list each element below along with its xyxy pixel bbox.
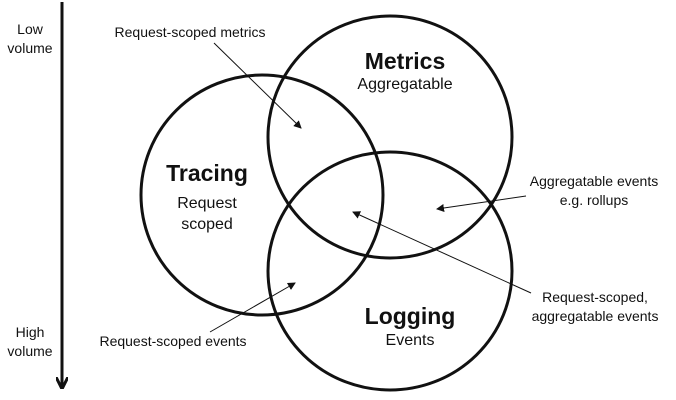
request-scoped-events-label: Request-scoped events — [99, 333, 246, 349]
request-scoped-metrics-arrow — [213, 42, 302, 129]
logging-subtitle: Events — [386, 332, 435, 349]
request-scoped-aggregatable-label-2: aggregatable events — [532, 308, 659, 324]
request-scoped-aggregatable-label-1: Request-scoped, — [542, 289, 648, 305]
aggregatable-events-label-2: e.g. rollups — [560, 192, 628, 208]
metrics-circle — [266, 14, 514, 260]
request-scoped-metrics-label: Request-scoped metrics — [115, 24, 266, 40]
tracing-title: Tracing — [166, 160, 248, 186]
metrics-subtitle: Aggregatable — [357, 76, 452, 93]
logging-title: Logging — [365, 303, 456, 329]
tracing-subtitle-2: scoped — [181, 216, 233, 233]
high-volume-label-2: volume — [7, 343, 52, 359]
logging-circle — [266, 150, 514, 392]
metrics-title: Metrics — [365, 48, 446, 74]
tracing-subtitle-1: Request — [177, 195, 237, 212]
tracing-circle — [139, 73, 385, 317]
aggregatable-events-label-1: Aggregatable events — [530, 173, 658, 189]
low-volume-label-2: volume — [7, 40, 52, 56]
request-scoped-events-arrow — [209, 282, 296, 333]
aggregatable-events-arrow — [436, 195, 527, 212]
low-volume-label-1: Low — [17, 21, 44, 37]
high-volume-label-1: High — [16, 324, 45, 340]
request-scoped-aggregatable-arrow — [352, 211, 532, 294]
